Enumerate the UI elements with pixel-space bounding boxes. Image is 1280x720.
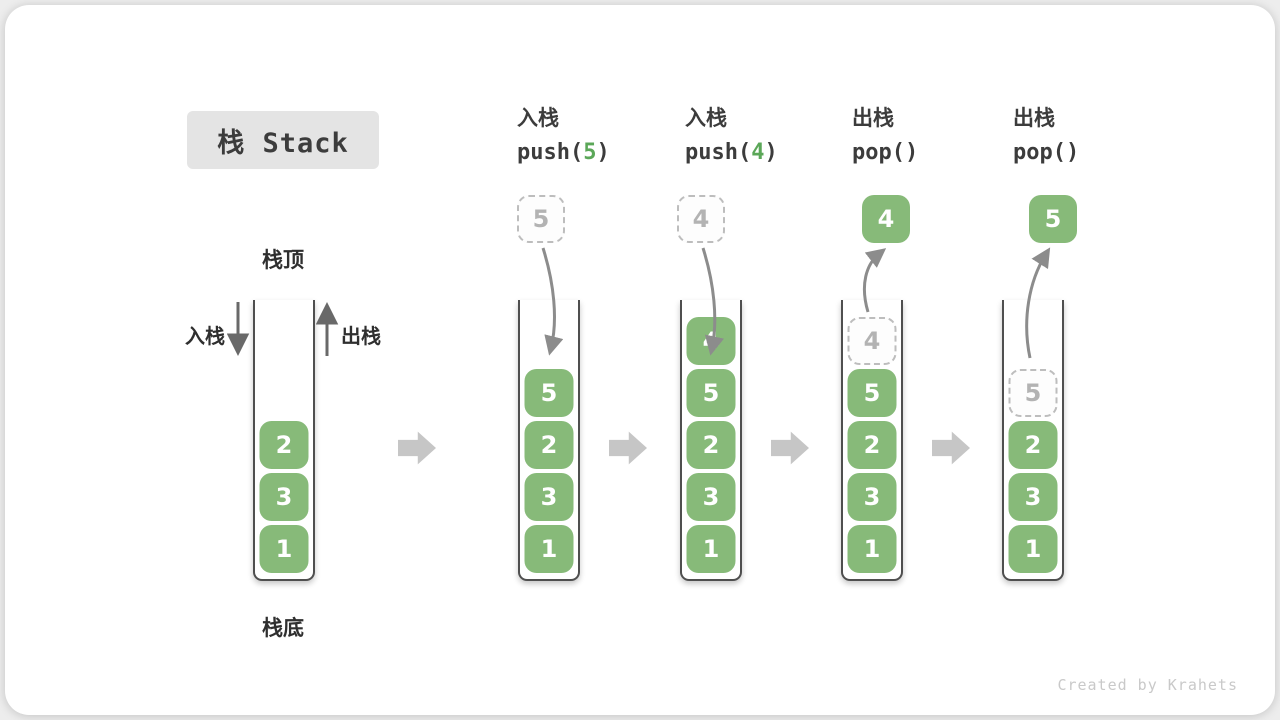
stack-cell: 5 (847, 369, 897, 417)
pushed-value-box-5: 5 (517, 195, 565, 243)
operation-code-label: push(4) (685, 140, 778, 165)
stack-cell: 5 (686, 369, 736, 417)
operation-header-push-4: 入栈 push(4) (685, 105, 778, 166)
operation-code-label: push(5) (517, 140, 610, 165)
push-arg-value: 4 (751, 140, 765, 165)
stack-cell: 4 (686, 317, 736, 365)
next-state-arrow-icon (771, 431, 809, 465)
stack-cell-ghost: 5 (1008, 369, 1058, 417)
operation-header-pop-1: 出栈 pop() (852, 105, 918, 166)
pushed-value-box-4: 4 (677, 195, 725, 243)
next-state-arrow-icon (932, 431, 970, 465)
stack-top-label: 栈顶 (262, 248, 304, 272)
operation-cn-label: 出栈 (1013, 106, 1055, 130)
stack-cell: 3 (847, 473, 897, 521)
stack-cell: 1 (847, 525, 897, 573)
popped-value-box-5: 5 (1029, 195, 1077, 243)
operation-header-push-5: 入栈 push(5) (517, 105, 610, 166)
stack-cell: 1 (1008, 525, 1058, 573)
stack-cell: 3 (686, 473, 736, 521)
push-direction-label: 入栈 (185, 324, 225, 348)
next-state-arrow-icon (609, 431, 647, 465)
operation-header-pop-2: 出栈 pop() (1013, 105, 1079, 166)
stack-cell: 2 (524, 421, 574, 469)
stack-cell: 2 (847, 421, 897, 469)
stack-cell: 5 (524, 369, 574, 417)
watermark: Created by Krahets (1057, 676, 1238, 694)
operation-cn-label: 入栈 (517, 106, 559, 130)
operation-cn-label: 入栈 (685, 106, 727, 130)
stack-cell: 2 (1008, 421, 1058, 469)
operation-code-label: pop() (852, 140, 919, 165)
push-arg-value: 5 (583, 140, 597, 165)
diagram-title: 栈 Stack (187, 111, 379, 169)
stack-cell: 3 (1008, 473, 1058, 521)
stack-bottom-label: 栈底 (262, 616, 304, 640)
operation-code-label: pop() (1013, 140, 1080, 165)
stack-cell: 2 (259, 421, 309, 469)
stack-cell: 1 (259, 525, 309, 573)
operation-cn-label: 出栈 (852, 106, 894, 130)
stack-cell: 1 (524, 525, 574, 573)
pop-direction-label: 出栈 (341, 324, 381, 348)
stack-cell: 3 (259, 473, 309, 521)
stack-cell: 2 (686, 421, 736, 469)
stack-cell: 3 (524, 473, 574, 521)
popped-value-box-4: 4 (862, 195, 910, 243)
next-state-arrow-icon (398, 431, 436, 465)
stack-cell: 1 (686, 525, 736, 573)
stack-cell-ghost: 4 (847, 317, 897, 365)
